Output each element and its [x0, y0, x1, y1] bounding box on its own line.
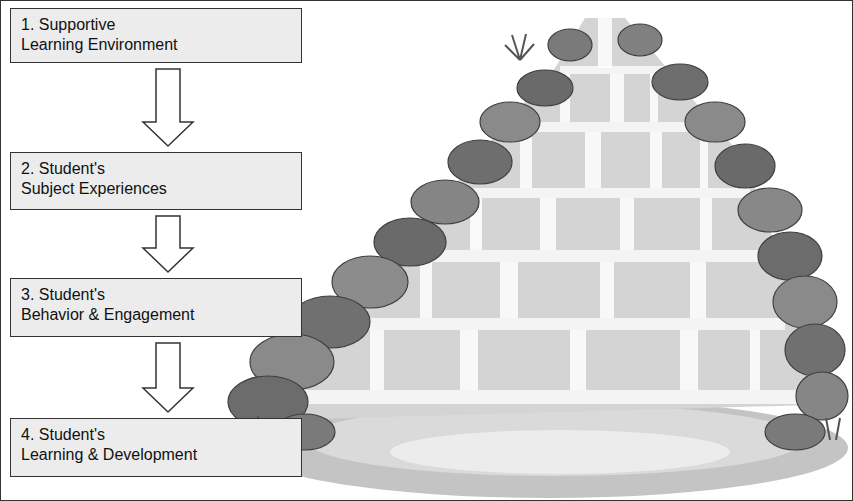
waterfall-part [826, 418, 840, 440]
waterfall-part [480, 102, 540, 142]
waterfall-part [517, 70, 573, 106]
box-label: 3. Student's Behavior & Engagement [21, 285, 291, 325]
waterfall-part [390, 430, 730, 474]
waterfall-part [758, 232, 822, 280]
box-label: 2. Student's Subject Experiences [21, 159, 291, 199]
waterfall-part [600, 262, 614, 318]
waterfall-part [715, 144, 775, 188]
waterfall-part [340, 318, 785, 330]
waterfall-part [500, 262, 518, 318]
waterfall-part [460, 330, 478, 390]
waterfall-part [448, 140, 512, 184]
waterfall-part [570, 330, 586, 390]
process-box: 3. Student's Behavior & Engagement [10, 278, 302, 337]
waterfall-part [290, 390, 805, 404]
waterfall-part [420, 262, 432, 318]
waterfall-part [244, 34, 840, 440]
waterfall-part [370, 330, 384, 390]
waterfall-part [411, 180, 479, 224]
waterfall-part [738, 188, 802, 232]
waterfall-part [785, 324, 845, 376]
flow-arrow [143, 216, 193, 272]
box-label: 1. Supportive Learning Environment [21, 15, 291, 55]
waterfall-part [652, 64, 708, 100]
waterfall-part [680, 330, 698, 390]
waterfall-part [585, 132, 601, 188]
process-box: 1. Supportive Learning Environment [10, 8, 302, 63]
waterfall-part [370, 18, 760, 390]
waterfall-part [560, 66, 670, 74]
waterfall-part [796, 372, 848, 420]
waterfall-part [773, 276, 837, 328]
waterfall-part [620, 198, 634, 250]
process-box: 2. Student's Subject Experiences [10, 152, 302, 210]
waterfall-part [540, 198, 556, 250]
waterfall-part [650, 132, 662, 188]
waterfall-part [395, 250, 775, 262]
waterfall-part [290, 66, 805, 404]
waterfall-part [700, 198, 712, 250]
process-box: 4. Student's Learning & Development [10, 418, 302, 477]
waterfall-part [765, 414, 825, 450]
waterfall-part [618, 24, 662, 56]
flow-arrow [143, 69, 193, 146]
waterfall-part [750, 330, 760, 390]
waterfall-part [275, 18, 812, 420]
waterfall-part [690, 262, 706, 318]
waterfall-part [505, 34, 534, 60]
waterfall-part [685, 102, 745, 142]
waterfall-part [548, 29, 592, 61]
waterfall-part [228, 24, 848, 450]
box-label: 4. Student's Learning & Development [21, 425, 291, 465]
waterfall-part [610, 74, 624, 122]
waterfall-part [598, 18, 612, 68]
flow-arrow [143, 343, 193, 412]
waterfall-part [450, 188, 750, 198]
